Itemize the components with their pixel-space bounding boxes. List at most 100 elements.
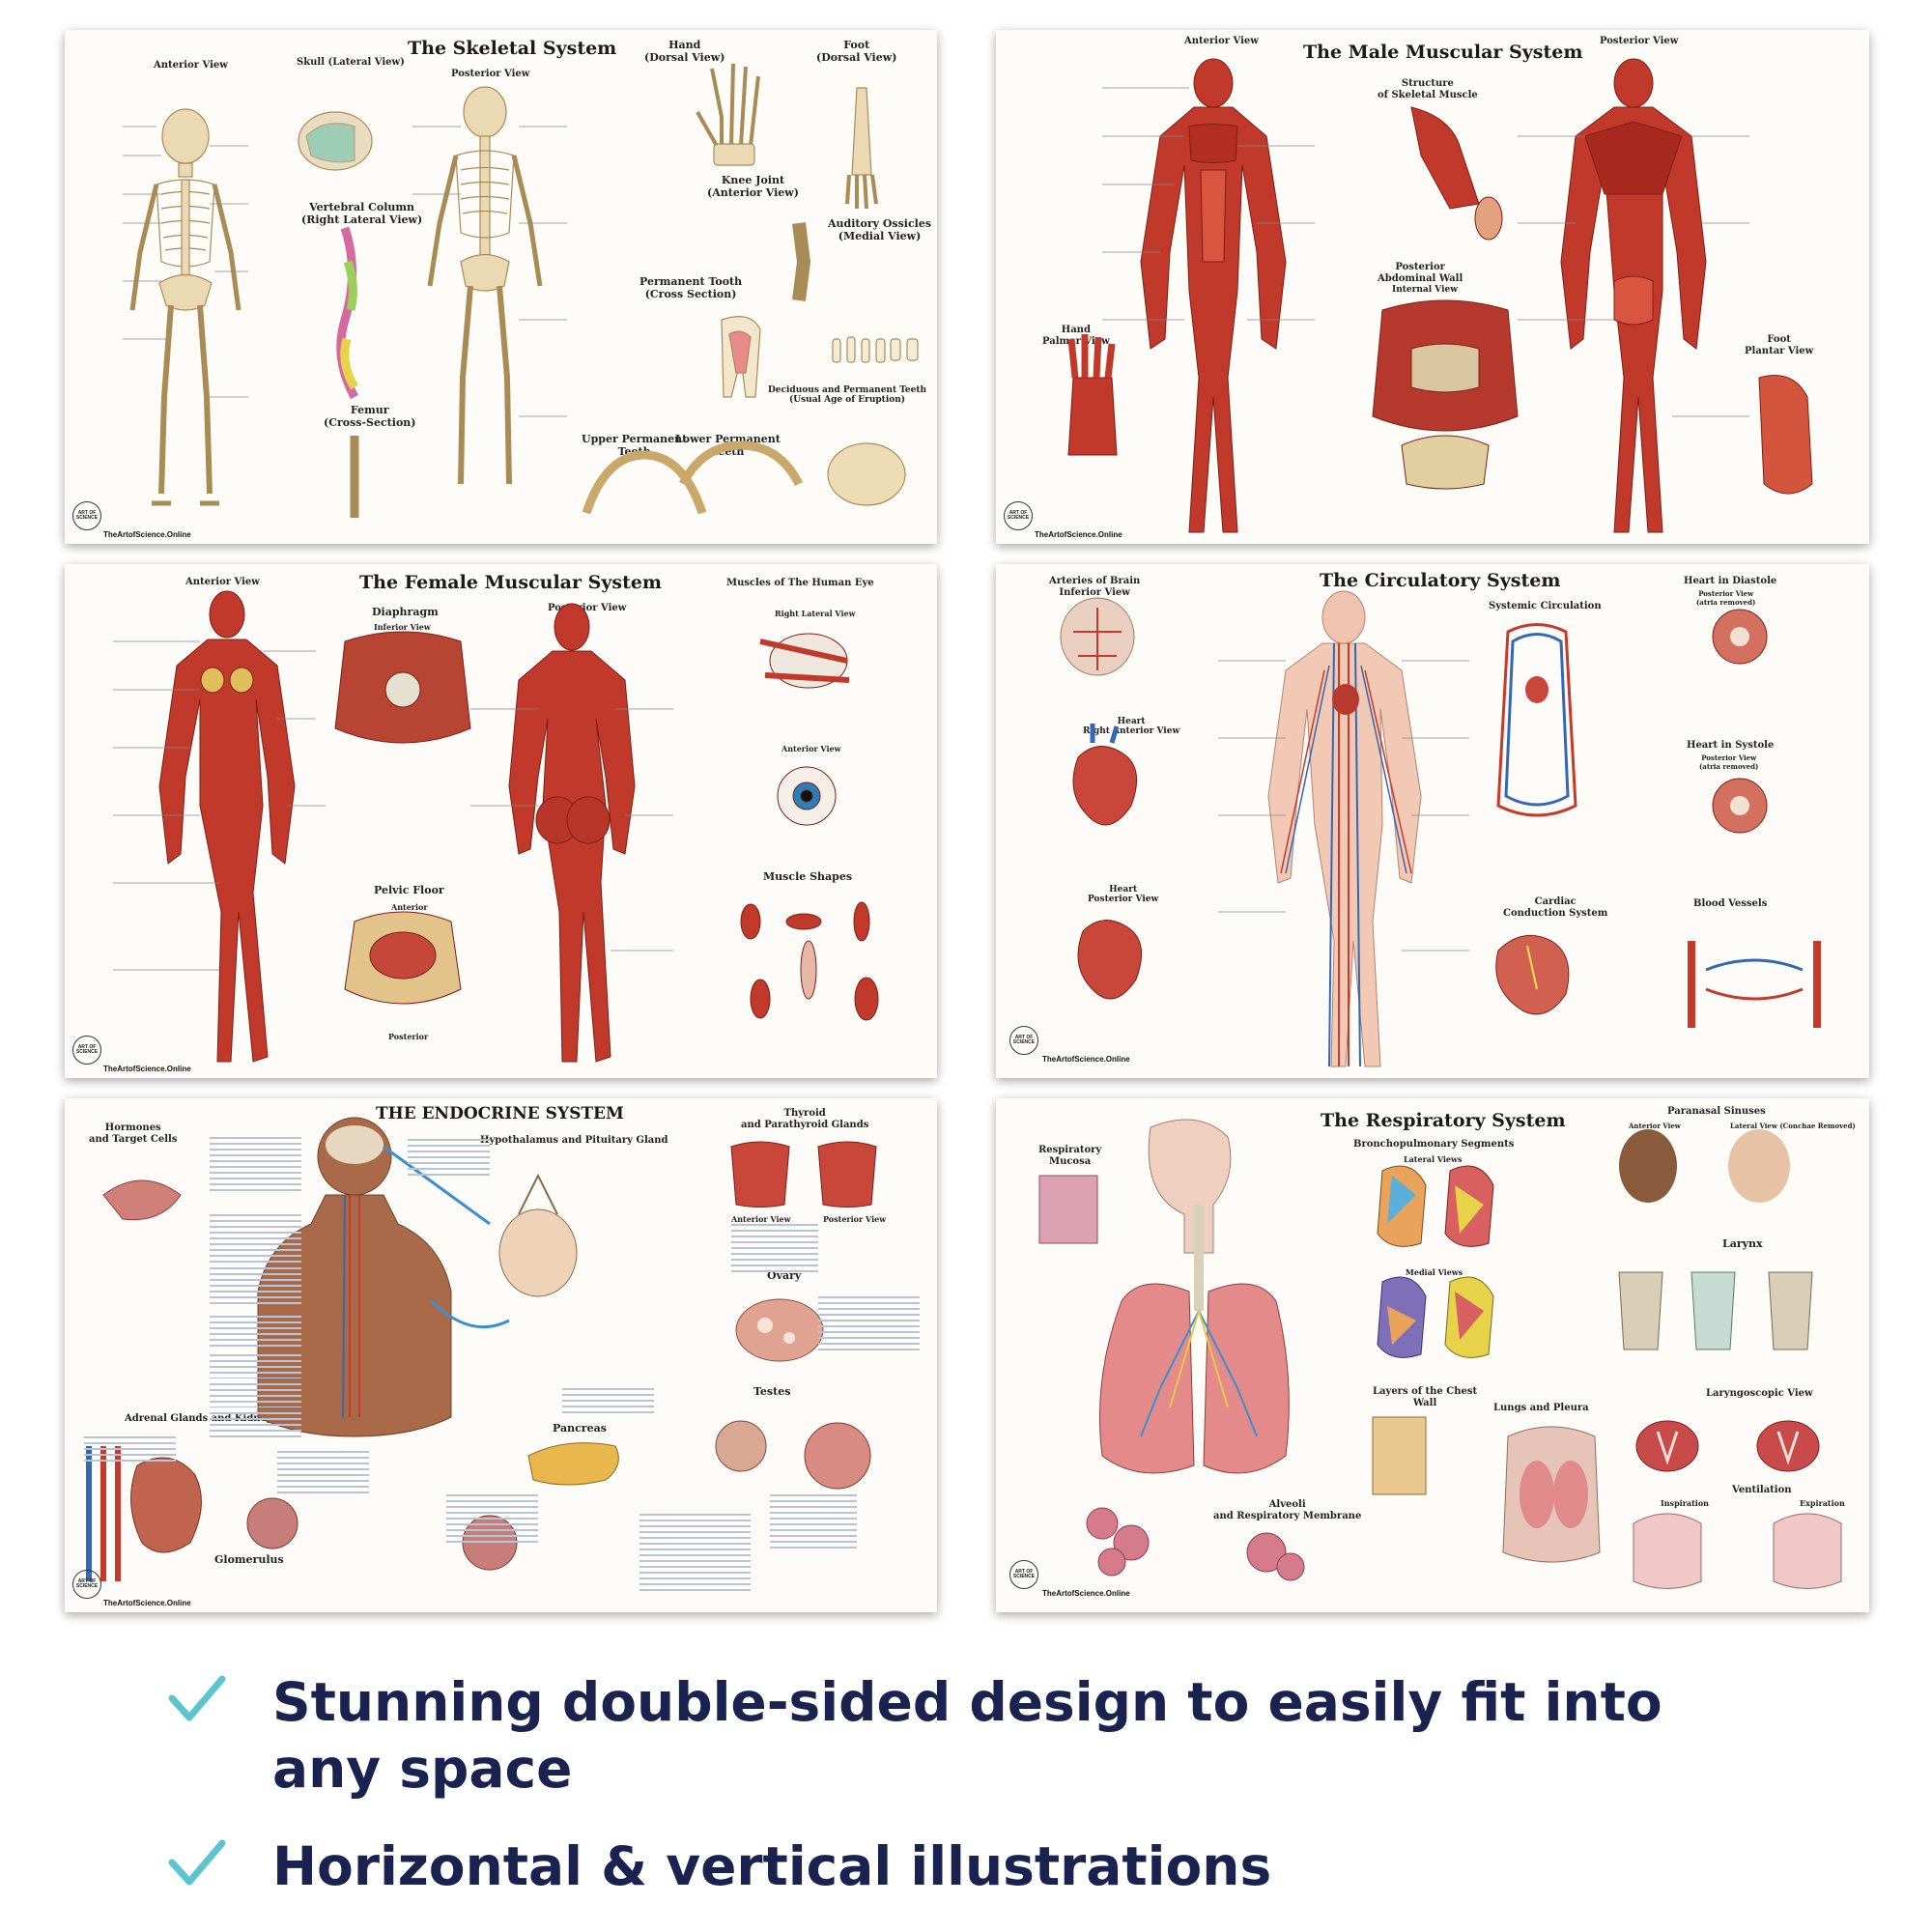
endocrine-illustrations: [86, 1117, 877, 1581]
brand-seal-icon: ART OF SCIENCE: [1004, 501, 1033, 530]
label-thyroid-posterior: Posterior View: [823, 1214, 887, 1224]
label-lateral-views: Lateral Views: [1404, 1154, 1463, 1164]
poster-title: THE ENDOCRINE SYSTEM: [376, 1104, 624, 1123]
check-icon: [168, 1839, 226, 1886]
label-eye-muscles: Muscles of The Human Eye: [726, 578, 874, 588]
poster-title: The Female Muscular System: [359, 572, 663, 593]
poster-male-muscular-system: The Male Muscular System Anterior View P…: [996, 30, 1869, 544]
label-medial-views: Medial Views: [1406, 1267, 1463, 1277]
poster-female-muscular-system: The Female Muscular System Anterior View…: [65, 564, 937, 1078]
info-pineal: [210, 1214, 301, 1263]
label-deciduous-teeth: Deciduous and Permanent Teeth (Usual Age…: [768, 385, 927, 406]
info-skin: [210, 1383, 301, 1407]
female-muscle-illustrations: [113, 590, 879, 1063]
label-heart-systole: Heart in Systole: [1687, 740, 1775, 751]
brand-label: TheArtofScience.Online: [103, 530, 191, 539]
label-anterior-view: Anterior View: [1184, 36, 1259, 46]
label-arteries-brain: Arteries of Brain Inferior View: [1049, 576, 1141, 598]
label-hormones: Hormones and Target Cells: [89, 1122, 178, 1145]
poster-title: The Circulatory System: [1320, 570, 1561, 591]
label-femur: Femur (Cross-Section): [324, 404, 416, 429]
info-kidneys: [446, 1494, 538, 1543]
label-internal-view: Internal View: [1392, 285, 1459, 295]
label-heart-posterior: Heart Posterior View: [1088, 885, 1159, 905]
label-diastole-view: Posterior View (atria removed): [1696, 589, 1756, 607]
info-thyroid-gland: [210, 1267, 301, 1306]
label-muscle-shapes: Muscle Shapes: [763, 870, 853, 883]
label-cardiac-conduction: Cardiac Conduction System: [1503, 896, 1608, 919]
brand-label: TheArtofScience.Online: [103, 1065, 191, 1073]
feature-text-orientations: Horizontal & vertical illustrations: [272, 1835, 1272, 1897]
label-diaphragm-inferior: Inferior View: [374, 622, 431, 632]
label-auditory-ossicles: Auditory Ossicles (Medial View): [828, 217, 932, 242]
brand-seal-icon: ART OF SCIENCE: [1009, 1026, 1038, 1055]
label-pelvic-floor: Pelvic Floor: [374, 884, 444, 896]
label-foot: Foot (Dorsal View): [816, 39, 897, 64]
poster-endocrine-system: THE ENDOCRINE SYSTEM Hormones and Target…: [65, 1098, 937, 1612]
info-liver: [562, 1388, 654, 1417]
circulatory-illustrations: [1060, 590, 1821, 1067]
label-anterior-view: Anterior View: [154, 60, 228, 71]
brand-label: TheArtofScience.Online: [1042, 1055, 1130, 1064]
info-pancreas-detail: [639, 1514, 751, 1591]
info-testes-detail: [770, 1494, 857, 1552]
label-hand: Hand (Dorsal View): [644, 39, 725, 64]
skeleton-illustrations: [123, 63, 919, 518]
brand-label: TheArtofScience.Online: [1042, 1589, 1130, 1598]
male-muscle-illustrations: [1067, 58, 1813, 533]
label-hypothalamus: Hypothalamus and Pituitary Gland: [480, 1135, 668, 1146]
feature-row-1: Stunning double-sided design to easily f…: [166, 1669, 1779, 1803]
label-inspiration: Inspiration: [1661, 1498, 1709, 1508]
label-skull: Skull (Lateral View): [297, 57, 405, 68]
label-posterior-view: Posterior View: [548, 603, 627, 613]
respiratory-illustrations: [1038, 1119, 1842, 1589]
label-alveoli: Alveoli and Respiratory Membrane: [1213, 1499, 1362, 1521]
brand-seal-icon: ART OF SCIENCE: [72, 1570, 101, 1599]
label-heart-anterior: Heart Right Anterior View: [1083, 717, 1180, 737]
label-systole-view: Posterior View (atria removed): [1699, 753, 1759, 771]
brand-seal-icon: ART OF SCIENCE: [72, 1036, 101, 1065]
label-posterior-view: Posterior View: [1600, 36, 1679, 46]
label-upper-teeth: Upper Permanent Teeth: [582, 433, 688, 458]
label-foot-plantar: Foot Plantar View: [1745, 334, 1814, 356]
label-knee-joint: Knee Joint (Anterior View): [707, 174, 799, 199]
label-larynx: Larynx: [1722, 1237, 1763, 1250]
label-permanent-tooth: Permanent Tooth (Cross Section): [639, 275, 743, 300]
label-thyroid-anterior: Anterior View: [731, 1214, 791, 1224]
brand-seal-icon: ART OF SCIENCE: [1009, 1560, 1038, 1589]
info-pituitary: [408, 1139, 490, 1178]
check-icon: [168, 1675, 226, 1721]
brand-label: TheArtofScience.Online: [103, 1599, 191, 1607]
label-sinus-lateral: Lateral View (Conchae Removed): [1730, 1122, 1856, 1130]
label-adrenal-kidney: Adrenal Glands and Kidney: [125, 1413, 272, 1424]
label-laryngoscopic: Laryngoscopic View: [1706, 1388, 1813, 1399]
info-ovary-detail: [818, 1296, 920, 1354]
label-structure-skeletal-muscle: Structure of Skeletal Muscle: [1378, 78, 1478, 100]
info-thymus: [210, 1316, 301, 1350]
label-ovary: Ovary: [767, 1269, 802, 1282]
label-ventilation: Ventilation: [1732, 1485, 1792, 1495]
label-glomerulus: Glomerulus: [214, 1553, 284, 1566]
label-sinus-anterior: Anterior View: [1629, 1122, 1681, 1130]
label-blood-vessels: Blood Vessels: [1693, 898, 1768, 909]
label-posterior-view: Posterior View: [451, 69, 530, 79]
label-paranasal-sinuses: Paranasal Sinuses: [1667, 1106, 1766, 1117]
poster-skeletal-system: The Skeletal System Anterior View Skull …: [65, 30, 937, 544]
label-pelvic-anterior: Anterior: [391, 902, 428, 912]
poster-respiratory-system: The Respiratory System Respiratory Mucos…: [996, 1098, 1869, 1612]
label-layers-chest: Layers of the Chest Wall: [1373, 1386, 1478, 1408]
label-anterior-view: Anterior View: [185, 577, 260, 587]
info-thyroid-detail: [731, 1224, 818, 1272]
label-vertebral-column: Vertebral Column (Right Lateral View): [301, 201, 423, 226]
label-systemic-circulation: Systemic Circulation: [1489, 601, 1602, 611]
label-pelvic-posterior: Posterior: [388, 1032, 429, 1041]
label-expiration: Expiration: [1800, 1498, 1845, 1508]
poster-title: The Male Muscular System: [1303, 42, 1583, 63]
info-placenta: [210, 1412, 301, 1441]
label-heart-diastole: Heart in Diastole: [1684, 576, 1777, 586]
label-bronchopulmonary: Bronchopulmonary Segments: [1353, 1139, 1515, 1150]
label-thyroid: Thyroid and Parathyroid Glands: [741, 1108, 869, 1130]
feature-row-2: Horizontal & vertical illustrations: [166, 1833, 1779, 1900]
label-testes: Testes: [753, 1385, 791, 1398]
poster-title: The Skeletal System: [408, 38, 617, 59]
